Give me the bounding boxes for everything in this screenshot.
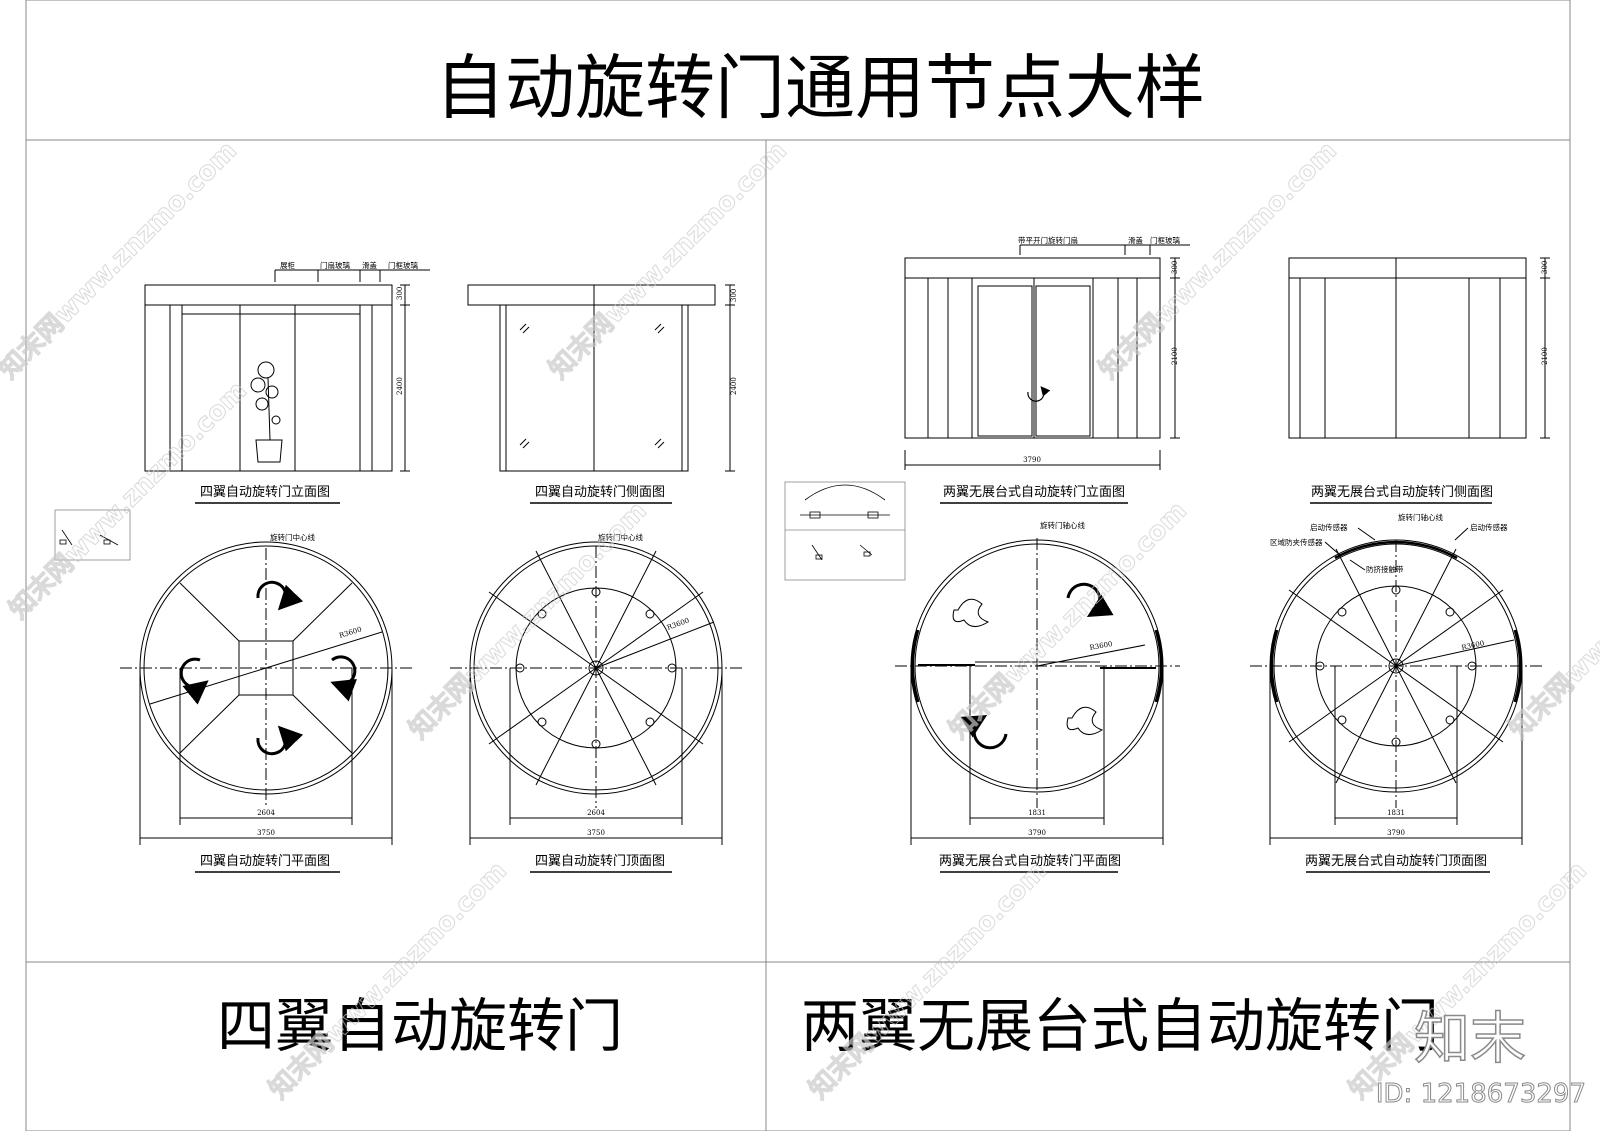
two-side-dim-top: 300	[1541, 261, 1549, 274]
four-plan-dim-inner: 2604	[257, 809, 275, 817]
two-wing-ceiling	[1250, 527, 1542, 845]
elev-note-1: 展柜	[280, 260, 295, 270]
four-side-dim-main: 2400	[730, 377, 738, 395]
two-wing-elevation	[904, 244, 1190, 470]
two-ceiling-note-2: 旋转门轴心线	[1398, 512, 1443, 522]
four-wing-side	[467, 284, 735, 472]
two-wing-ceiling-notes: 启动传感器 旋转门轴心线 启动传感器 区域防夹传感器 防挤接触带	[1270, 512, 1508, 574]
sheet-frame	[25, 0, 1571, 1131]
watermark-text-7: 知末网www.znzmo.com	[1504, 496, 1600, 745]
four-elevation-title: 四翼自动旋转门立面图	[200, 485, 330, 500]
section-right-title: 两翼无展台式自动旋转门	[801, 992, 1439, 1060]
main-title: 自动旋转门通用节点大样	[435, 47, 1205, 129]
four-plan-title: 四翼自动旋转门平面图	[200, 854, 330, 869]
two-ceiling-radius: R3600	[1461, 639, 1485, 652]
two-ceiling-note-3: 启动传感器	[1470, 522, 1508, 532]
watermark-id: ID: 1218673297	[1376, 1079, 1586, 1109]
two-ceiling-dim-outer: 3790	[1387, 829, 1405, 837]
two-elev-dim-main: 2100	[1171, 347, 1179, 365]
two-elev-note-3: 门框玻璃	[1150, 235, 1180, 245]
two-side-title: 两翼无展台式自动旋转门侧面图	[1311, 485, 1493, 500]
two-ceiling-note-5: 防挤接触带	[1366, 564, 1404, 574]
watermark-text-2: 知末网www.znzmo.com	[544, 136, 793, 385]
four-ceiling-dim-inner: 2604	[587, 809, 605, 817]
two-ceiling-note-1: 启动传感器	[1310, 522, 1348, 532]
four-wing-elevation	[144, 269, 430, 472]
four-ceiling-radius: R3600	[666, 616, 690, 631]
detail-thumbnail-right	[784, 481, 906, 581]
four-wing-ceiling	[450, 541, 742, 845]
watermark-text-3: 知末网www.znzmo.com	[1094, 136, 1343, 385]
two-elev-note-1: 带平开门旋转门扇	[1018, 235, 1078, 245]
two-ceiling-note-4: 区域防夹传感器	[1270, 537, 1323, 547]
four-ceiling-dim-outer: 3750	[587, 829, 605, 837]
two-ceiling-title: 两翼无展台式自动旋转门顶面图	[1305, 854, 1487, 869]
two-wing-elev-notes: 带平开门旋转门扇 滑盖 门框玻璃	[1018, 235, 1180, 245]
watermark-text-1: 知末网www.znzmo.com	[0, 136, 243, 385]
four-side-title: 四翼自动旋转门侧面图	[535, 485, 665, 500]
elev-note-2: 门扇玻璃	[320, 260, 350, 270]
two-plan-dim-outer: 3790	[1028, 829, 1046, 837]
two-wing-plan	[895, 538, 1180, 845]
two-plan-note: 旋转门轴心线	[1040, 520, 1085, 530]
two-elev-dim-width: 3790	[1023, 456, 1041, 464]
watermark-text-8: 知末网www.znzmo.com	[264, 856, 513, 1105]
four-ceiling-note: 旋转门中心线	[598, 532, 643, 542]
four-plan-note: 旋转门中心线	[270, 532, 315, 542]
detail-thumbnail-left	[54, 509, 131, 561]
two-plan-title: 两翼无展台式自动旋转门平面图	[939, 854, 1121, 869]
four-elev-dim-main: 2400	[396, 377, 404, 395]
four-side-dim-top: 300	[730, 289, 738, 302]
watermark-text-4: 知末网www.znzmo.com	[4, 376, 253, 625]
four-wing-elev-notes: 展柜 门扇玻璃 滑盖 门框玻璃	[280, 260, 418, 270]
four-plan-radius: R3600	[338, 626, 362, 640]
four-wing-plan	[120, 541, 412, 845]
two-wing-side	[1288, 257, 1550, 439]
four-plan-dim-outer: 3750	[257, 829, 275, 837]
two-side-dim-main: 2100	[1541, 347, 1549, 365]
two-elevation-title: 两翼无展台式自动旋转门立面图	[943, 485, 1125, 500]
watermark-text-9: 知末网www.znzmo.com	[804, 856, 1053, 1105]
two-ceiling-dim-inner: 1831	[1387, 809, 1405, 817]
two-elev-dim-top: 300	[1171, 261, 1179, 274]
elev-note-3: 滑盖	[362, 260, 377, 270]
watermark-text-5: 知末网www.znzmo.com	[404, 496, 653, 745]
four-elev-dim-top: 300	[396, 287, 404, 300]
four-ceiling-title: 四翼自动旋转门顶面图	[535, 854, 665, 869]
two-plan-radius: R3600	[1089, 640, 1113, 652]
watermark-layer: 知末网www.znzmo.com 知末网www.znzmo.com 知末网www…	[0, 135, 1600, 1105]
two-plan-dim-inner: 1831	[1028, 809, 1046, 817]
elev-note-4: 门框玻璃	[388, 260, 418, 270]
section-left-title: 四翼自动旋转门	[217, 992, 623, 1060]
watermark-logo: 知末	[1414, 1007, 1526, 1072]
two-elev-note-2: 滑盖	[1128, 235, 1144, 245]
